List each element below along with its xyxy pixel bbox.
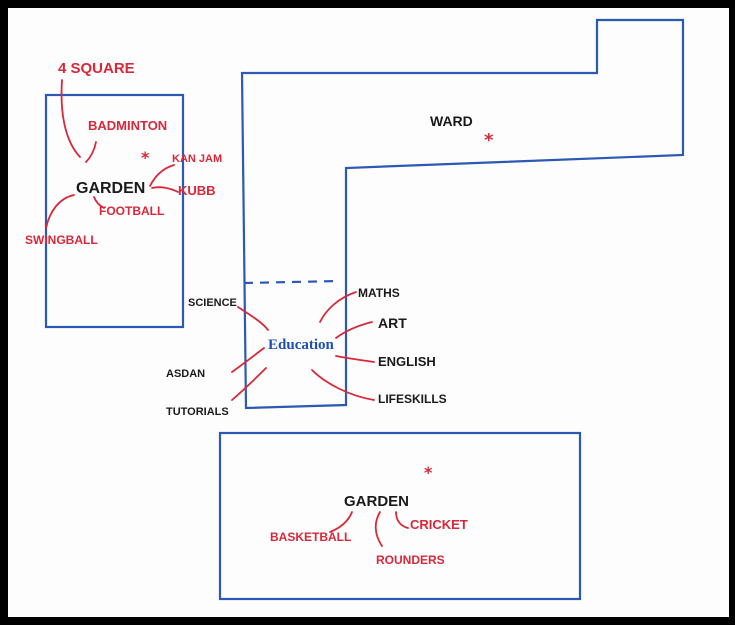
ward-boundary <box>240 18 685 410</box>
activity-cricket: CRICKET <box>410 517 468 532</box>
connector-kubb <box>151 186 179 193</box>
activity-badminton: BADMINTON <box>88 118 167 133</box>
activity-kan-jam: KAN JAM <box>172 153 222 165</box>
subject-maths: MATHS <box>358 286 400 300</box>
connector-rounders <box>374 511 383 547</box>
activity-rounders: ROUNDERS <box>376 553 445 567</box>
education-divider <box>243 279 341 285</box>
ward-title: WARD <box>430 113 473 129</box>
connector-maths <box>319 291 357 323</box>
subject-lifeskills: LIFESKILLS <box>378 392 447 406</box>
connector-cricket <box>395 511 409 529</box>
subject-art: ART <box>378 315 407 331</box>
connector-tutorials <box>231 367 267 401</box>
garden-bottom-title: GARDEN <box>344 493 409 510</box>
connector-basketball <box>329 511 353 533</box>
garden-left-boundary <box>44 93 185 329</box>
connector-lifeskills <box>311 369 375 401</box>
connector-science <box>237 306 269 331</box>
activity-kubb: KUBB <box>178 183 216 198</box>
connector-swingball <box>45 194 75 229</box>
garden-left-marker: * <box>141 148 150 167</box>
connector-english <box>335 355 375 363</box>
garden-bottom-marker: * <box>424 463 433 482</box>
connector-art <box>335 321 373 339</box>
activity-swingball: SWINGBALL <box>25 233 98 247</box>
connector-asdan <box>231 347 265 373</box>
garden-bottom-boundary <box>218 431 582 601</box>
subject-asdan: ASDAN <box>166 368 205 380</box>
connector-football <box>93 196 105 209</box>
activity-4-square: 4 SQUARE <box>58 60 135 77</box>
connector-kanjam <box>149 164 175 187</box>
subject-english: ENGLISH <box>378 354 436 369</box>
activity-basketball: BASKETBALL <box>270 530 351 544</box>
ward-marker: * <box>484 130 494 151</box>
connector-badminton <box>85 141 97 163</box>
garden-left-title: GARDEN <box>76 180 145 197</box>
activity-football: FOOTBALL <box>99 204 164 218</box>
connector-4square <box>60 79 81 158</box>
subject-science: SCIENCE <box>188 297 237 309</box>
education-title: Education <box>268 337 335 353</box>
subject-tutorials: TUTORIALS <box>166 406 229 418</box>
